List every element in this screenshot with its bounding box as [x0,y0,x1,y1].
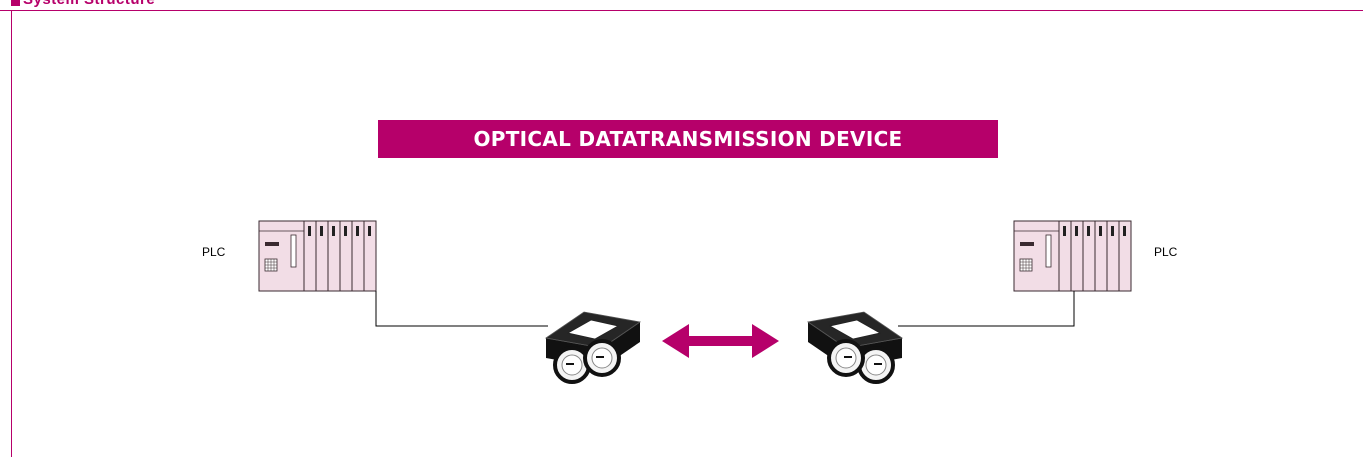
right-plc-label: PLC [1154,245,1178,259]
right-cable-line [898,291,1075,327]
left-plc-label: PLC [202,245,226,259]
right-optical-transceiver-icon [806,310,904,384]
section-title: System Structure [23,0,155,8]
section-header: System Structure [0,0,1363,11]
left-cable-line [375,291,548,327]
section-marker-icon [11,0,20,6]
right-plc-rack-icon [1013,220,1132,292]
left-plc-rack-icon [258,220,377,292]
diagram-title-banner: OPTICAL DATATRANSMISSION DEVICE [378,120,998,158]
left-optical-transceiver-icon [544,310,642,384]
frame-left-border [11,10,12,457]
bidirectional-arrow-icon [662,324,779,358]
